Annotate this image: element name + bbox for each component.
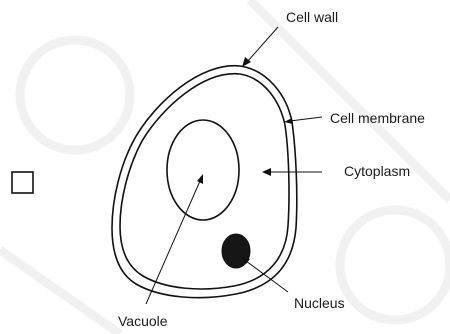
nucleus-leader-line bbox=[246, 261, 288, 292]
cytoplasm-pointer bbox=[262, 168, 322, 176]
nucleus-label: Nucleus bbox=[294, 295, 345, 311]
watermark-ring bbox=[20, 40, 130, 150]
cell-wall-outline bbox=[112, 66, 297, 298]
vacuole-pointer bbox=[146, 174, 203, 304]
vacuole-label: Vacuole bbox=[118, 313, 168, 329]
answer-checkbox[interactable] bbox=[12, 172, 33, 193]
vacuole-shape bbox=[167, 120, 239, 220]
vacuole-arrowhead bbox=[197, 174, 203, 184]
cell-wall-pointer bbox=[242, 27, 278, 67]
cell-membrane-outline bbox=[120, 74, 289, 289]
cytoplasm-label: Cytoplasm bbox=[344, 163, 410, 179]
cytoplasm-arrowhead bbox=[262, 168, 271, 176]
cell-membrane-leader-line bbox=[290, 117, 322, 121]
watermark-stroke bbox=[0, 250, 120, 334]
cell-wall-leader-line bbox=[247, 27, 278, 62]
watermark-ring bbox=[340, 210, 450, 320]
cell-membrane-pointer bbox=[284, 117, 322, 124]
cell-membrane-label: Cell membrane bbox=[330, 110, 425, 126]
cell-wall-label: Cell wall bbox=[286, 9, 338, 25]
nucleus-pointer bbox=[241, 257, 288, 292]
